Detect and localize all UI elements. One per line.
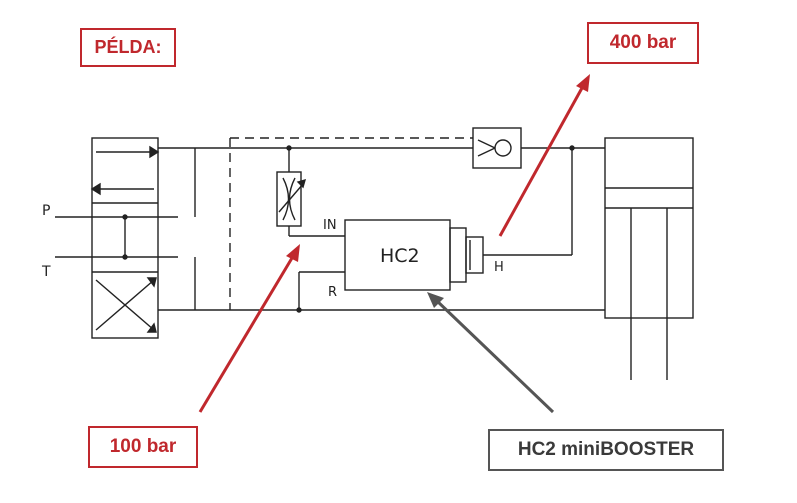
- port-t-label: T: [41, 264, 51, 280]
- arrow-hc2-product: [427, 292, 555, 414]
- arrow-400-bar: [498, 74, 590, 237]
- low-pressure-callout: 100 bar: [88, 426, 198, 468]
- check-valve: [472, 127, 522, 169]
- port-in-label: IN: [323, 218, 337, 233]
- port-r-label: R: [328, 285, 337, 300]
- arrow-100-bar: [198, 244, 300, 413]
- example-label: PÉLDA:: [80, 28, 176, 67]
- flow-control-valve: [276, 171, 307, 227]
- port-h-label: H: [494, 260, 504, 275]
- high-pressure-callout: 400 bar: [587, 22, 699, 64]
- hydraulic-cylinder: [604, 137, 694, 380]
- booster-label: HC2: [380, 245, 420, 267]
- port-p-label: P: [42, 203, 50, 219]
- product-callout: HC2 miniBOOSTER: [488, 429, 724, 471]
- directional-valve: [90, 137, 160, 339]
